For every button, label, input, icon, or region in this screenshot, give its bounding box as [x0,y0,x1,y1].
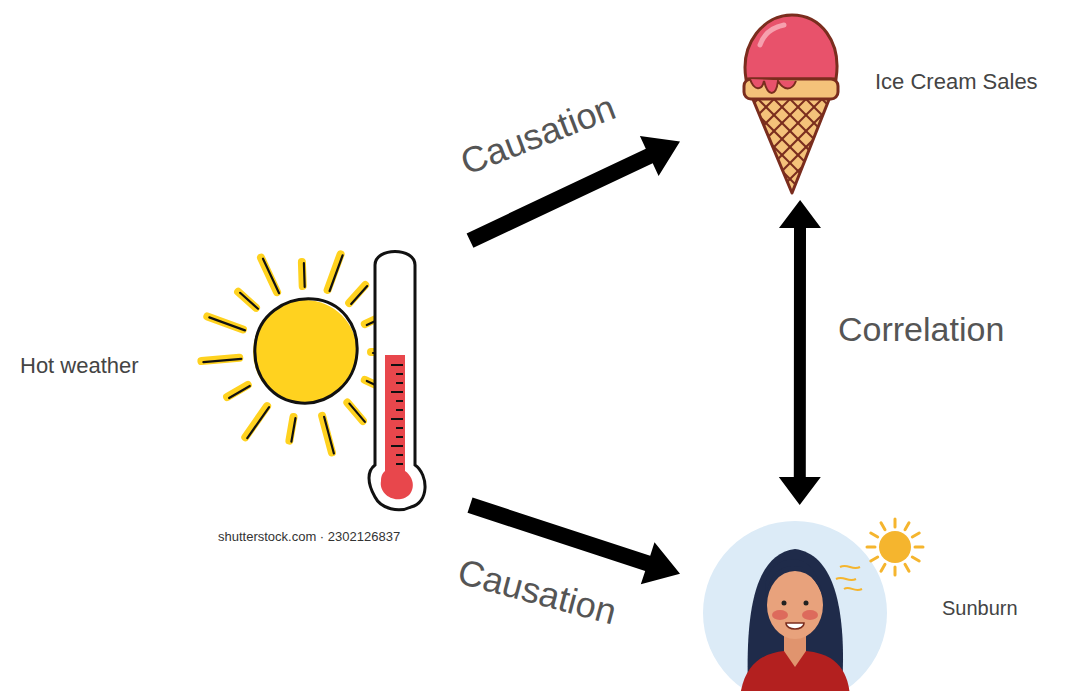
node-label: Hot weather [20,353,139,379]
node-label: Sunburn [942,597,1018,620]
sunburn-node: Sunburn [680,505,1070,691]
ice-cream-node: Ice Cream Sales [680,5,1075,200]
double-arrow [779,200,821,505]
edge-label: Correlation [838,310,1004,349]
node-illustration [680,5,1075,200]
hot-weather-node: Hot weather [15,235,470,515]
node-label: Ice Cream Sales [875,69,1038,95]
edge-label: Causation [455,86,621,183]
watermark: shutterstock.com · 2302126837 [218,529,400,544]
edge-label: Causation [453,551,620,634]
